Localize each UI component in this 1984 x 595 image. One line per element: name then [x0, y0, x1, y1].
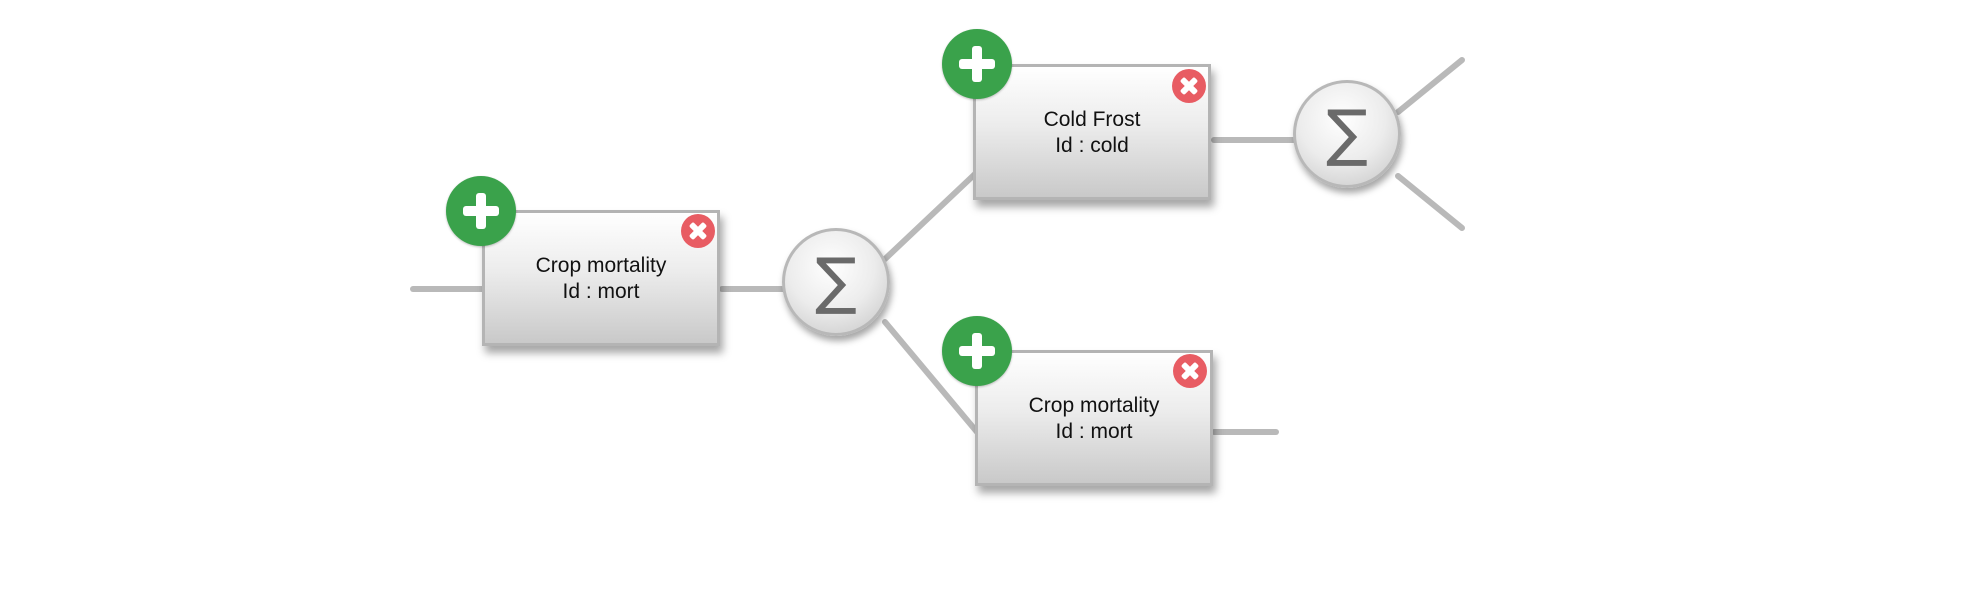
node-name: Cold Frost [1043, 108, 1141, 131]
sigma-icon: ∑ [815, 244, 857, 317]
sum-operator-node[interactable]: ∑ [1293, 80, 1401, 188]
add-node-button[interactable] [446, 176, 516, 246]
connector-line-sum1-node3 [882, 319, 980, 435]
remove-node-button[interactable] [1172, 69, 1206, 103]
sigma-icon: ∑ [1326, 96, 1368, 169]
remove-node-button[interactable] [1173, 354, 1207, 388]
add-node-button[interactable] [942, 29, 1012, 99]
connector-line-sum2-out-upper [1395, 57, 1465, 115]
node-name: Crop mortality [535, 254, 667, 277]
connector-line-sum2-out-lower [1395, 173, 1465, 231]
sum-operator-node[interactable]: ∑ [782, 228, 890, 336]
node-label: Crop mortality Id : mort [485, 253, 717, 305]
node-id: Id : mort [562, 280, 640, 303]
remove-node-button[interactable] [681, 214, 715, 248]
node-id: Id : cold [1055, 134, 1129, 157]
add-node-button[interactable] [942, 316, 1012, 386]
node-label: Cold Frost Id : cold [976, 107, 1208, 159]
node-name: Crop mortality [1028, 394, 1160, 417]
connector-line-sum1-node2 [882, 171, 978, 262]
node-id: Id : mort [1055, 420, 1133, 443]
node-label: Crop mortality Id : mort [978, 393, 1210, 445]
